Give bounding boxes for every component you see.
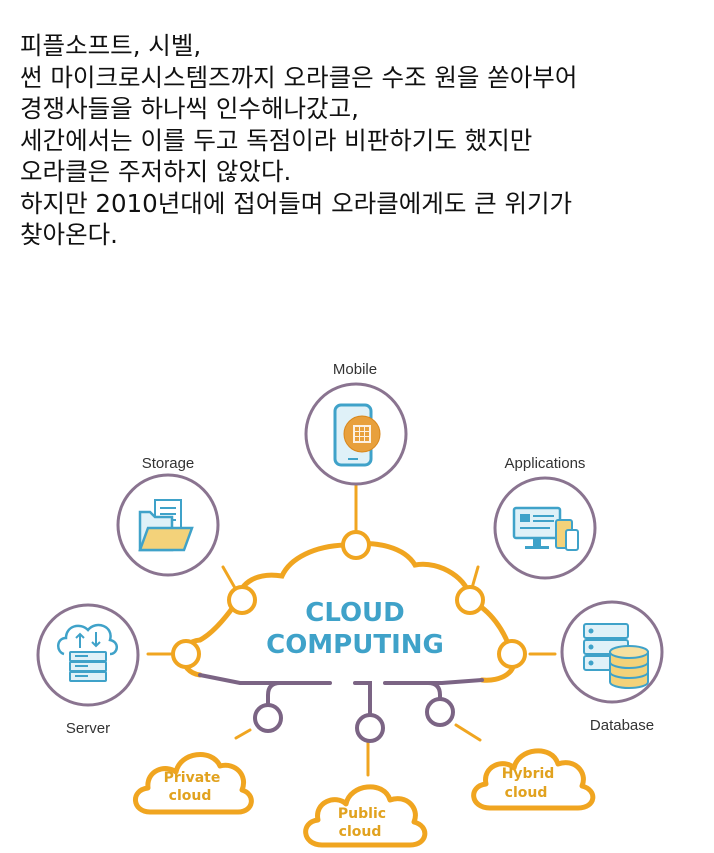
hybrid-cloud-line1: Hybrid (502, 766, 555, 782)
private-cloud: Private cloud (133, 752, 254, 815)
article-line-2: 썬 마이크로시스템즈까지 오라클은 수조 원을 쏟아부어 (20, 62, 578, 92)
public-cloud-line1: Public (338, 806, 386, 822)
cloud-title-line2: COMPUTING (266, 630, 444, 660)
server-cloud-upload-icon (57, 623, 118, 682)
database-server-icon (583, 623, 649, 689)
article-line-1: 피플소프트, 시벨, (20, 31, 202, 60)
cloud-title-line1: CLOUD (305, 598, 405, 628)
junction-nodes (171, 530, 527, 669)
connector-spokes (146, 482, 557, 777)
article-text: 피플소프트, 시벨, 썬 마이크로시스템즈까지 오라클은 수조 원을 쏟아부어 … (20, 30, 710, 251)
network-lines (198, 673, 484, 720)
label-applications: Applications (505, 455, 586, 472)
private-cloud-line2: cloud (169, 788, 212, 804)
purple-nodes (253, 697, 455, 743)
mobile-phone-icon (333, 403, 381, 467)
article-line-3: 경쟁사들을 하나씩 인수해나갔고, (20, 94, 359, 123)
article-line-4: 세간에서는 이를 두고 독점이라 비판하기도 했지만 (20, 125, 533, 155)
label-storage: Storage (142, 455, 195, 472)
desktop-devices-icon (512, 506, 579, 551)
public-cloud-line2: cloud (339, 824, 382, 840)
folder-documents-icon (138, 499, 194, 552)
article-line-6: 하지만 2010년대에 접어들며 오라클에게도 큰 위기가 (20, 188, 573, 218)
article-line-5: 오라클은 주저하지 않았다. (20, 157, 292, 186)
hybrid-cloud-line2: cloud (505, 785, 548, 801)
label-database: Database (590, 717, 654, 734)
label-mobile: Mobile (333, 361, 377, 378)
label-server: Server (66, 720, 110, 737)
article-line-7: 찾아온다. (20, 220, 118, 249)
public-cloud: Public cloud (303, 784, 428, 848)
private-cloud-line1: Private (164, 770, 221, 786)
hybrid-cloud: Hybrid cloud (471, 748, 596, 811)
